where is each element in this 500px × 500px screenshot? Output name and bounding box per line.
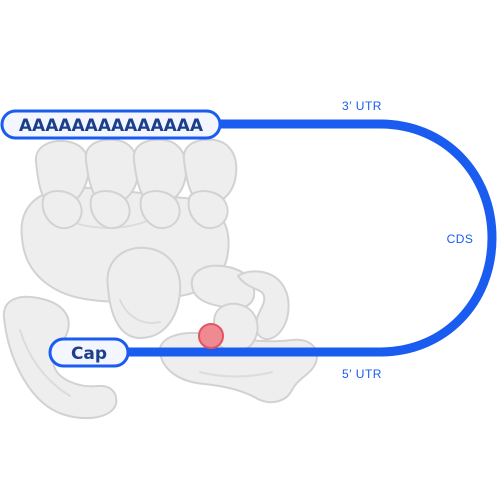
round-protein [106,246,182,339]
cds-label: CDS [447,232,474,246]
cap-label: Cap [71,344,107,364]
utr5-label: 5′ UTR [342,367,382,381]
poly-a-label: AAAAAAAAAAAAAA [19,116,204,136]
protein-complex [2,138,318,420]
left-arc-protein [2,295,118,420]
mrna-strand [115,119,497,357]
start-codon-marker [198,323,224,349]
poly-a-tail: AAAAAAAAAAAAAA [0,109,222,140]
utr3-label: 3′ UTR [342,99,382,113]
five-prime-cap: Cap [48,337,130,368]
